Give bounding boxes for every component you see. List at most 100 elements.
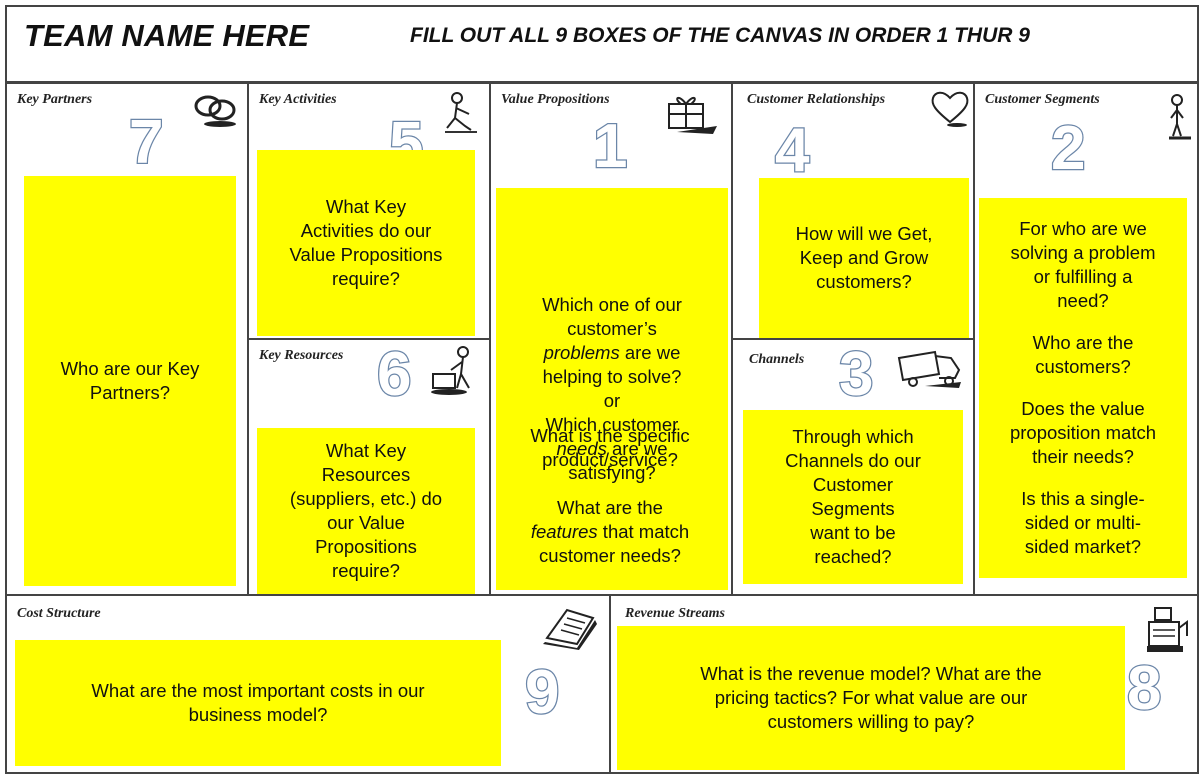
customer-segments-number: 2 <box>1050 114 1087 183</box>
cs-line-8: proposition match <box>1009 422 1157 443</box>
ch-line-3: Customer <box>812 474 894 495</box>
key-resources-title: Key Resources <box>259 348 344 363</box>
customer-segments-note: For who are we solving a problem or fulf… <box>979 198 1187 578</box>
ch-line-2: Channels do our <box>785 450 921 471</box>
key-partners-box: Key Partners 7 Who are our Key Partners? <box>5 82 249 596</box>
customer-segments-title: Customer Segments <box>985 92 1100 107</box>
vp-needs-rest: are we <box>606 438 668 459</box>
cs-line-2: solving a problem <box>1010 242 1156 263</box>
person-icon <box>1169 94 1191 140</box>
key-activities-title: Key Activities <box>259 92 337 107</box>
key-resources-line-6: require? <box>332 560 400 581</box>
vp-line-10: product/service? <box>542 449 678 470</box>
team-name-heading: TEAM NAME HERE <box>24 18 310 53</box>
key-resources-line-3: (suppliers, etc.) do <box>289 488 443 509</box>
cs-line-3: or fulfilling a <box>1033 266 1133 287</box>
cost-structure-title: Cost Structure <box>17 606 101 621</box>
cs-line-5: Who are the <box>1032 332 1134 353</box>
cost-line-1: What are the most important costs in our <box>91 680 425 701</box>
revenue-streams-title: Revenue Streams <box>625 606 725 621</box>
key-partners-line-2: Partners? <box>89 382 171 403</box>
vp-line-6: Which customer <box>545 414 679 435</box>
customer-segments-box: Customer Segments 2 For who are we solvi… <box>973 82 1199 596</box>
channels-note: Through which Channels do our Customer S… <box>743 410 963 584</box>
cost-structure-box: Cost Structure 9 What are the most impor… <box>5 594 611 774</box>
rev-line-2: pricing tactics? For what value are our <box>714 687 1028 708</box>
gift-icon <box>668 97 717 134</box>
ch-line-6: reached? <box>814 546 892 567</box>
key-activities-line-2: Activities do our <box>300 220 432 241</box>
rev-line-1: What is the revenue model? What are the <box>700 663 1042 684</box>
revenue-streams-box: Revenue Streams 8 What is the revenue mo… <box>609 594 1199 774</box>
receipt-icon <box>543 608 597 650</box>
vp-line-1: Which one of our <box>542 294 682 315</box>
customer-relationships-note: How will we Get, Keep and Grow customers… <box>759 178 969 338</box>
value-propositions-note: Which one of our customer’s problems are… <box>496 188 728 590</box>
cs-line-7: Does the value <box>1021 398 1145 419</box>
customer-relationships-title: Customer Relationships <box>747 92 886 107</box>
chain-links-icon <box>194 95 236 127</box>
vp-line-8: satisfying? <box>568 462 656 483</box>
cs-line-6: customers? <box>1035 356 1131 377</box>
key-partners-title: Key Partners <box>17 92 93 107</box>
key-resources-note: What Key Resources (suppliers, etc.) do … <box>257 428 475 594</box>
ch-line-4: Segments <box>811 498 895 519</box>
key-activities-note: What Key Activities do our Value Proposi… <box>257 150 475 336</box>
cs-line-11: sided or multi- <box>1024 512 1142 533</box>
vp-line-13: customer needs? <box>539 545 681 566</box>
value-propositions-extra: What is the specific product/service? Wh… <box>494 424 726 568</box>
cost-structure-note: What are the most important costs in our… <box>15 640 501 766</box>
key-activities-box: Key Activities 5 What Key Activities do … <box>247 82 491 340</box>
vp-line-11: What are the <box>557 497 663 518</box>
heart-icon <box>931 91 969 127</box>
key-resources-line-5: Propositions <box>315 536 417 557</box>
truck-icon <box>897 350 961 388</box>
key-partners-line-1: Who are our Key <box>60 358 200 379</box>
cr-line-2: Keep and Grow <box>799 247 929 268</box>
worker-icon <box>445 92 477 133</box>
vp-line-2: customer’s <box>567 318 657 339</box>
vp-needs-word: needs <box>556 438 607 459</box>
cs-line-9: their needs? <box>1032 446 1134 467</box>
cost-structure-number: 9 <box>524 658 561 727</box>
ch-line-1: Through which <box>792 426 914 447</box>
vp-problems-rest: are we <box>619 342 681 363</box>
vp-features-rest: that match <box>597 521 690 542</box>
header-bar <box>5 5 1199 83</box>
key-partners-number: 7 <box>128 108 165 177</box>
key-activities-line-4: require? <box>332 268 400 289</box>
value-propositions-title: Value Propositions <box>501 92 610 107</box>
key-activities-line-1: What Key <box>325 196 407 217</box>
vp-line-9: What is the specific <box>530 425 690 446</box>
cr-line-1: How will we Get, <box>795 223 933 244</box>
channels-number: 3 <box>838 340 875 409</box>
key-resources-box: Key Resources 6 What Key Resources (supp… <box>247 338 491 596</box>
vp-or: or <box>603 390 621 411</box>
ch-line-5: want to be <box>810 522 896 543</box>
key-partners-note: Who are our Key Partners? <box>24 176 236 586</box>
cash-register-icon <box>1147 607 1188 652</box>
channels-title: Channels <box>749 352 805 367</box>
cost-line-2: business model? <box>188 704 328 725</box>
cs-line-4: need? <box>1057 290 1109 311</box>
value-propositions-number: 1 <box>592 112 629 181</box>
channels-box: Channels 3 Through which Channels do our… <box>731 338 975 596</box>
key-resources-line-4: our Value <box>327 512 405 533</box>
instruction-heading: FILL OUT ALL 9 BOXES OF THE CANVAS IN OR… <box>410 24 1030 47</box>
revenue-streams-note: What is the revenue model? What are the … <box>617 626 1125 770</box>
customer-relationships-number: 4 <box>774 116 811 185</box>
key-resources-number: 6 <box>376 340 413 409</box>
rev-line-3: customers willing to pay? <box>767 711 975 732</box>
key-activities-line-3: Value Propositions <box>289 244 443 265</box>
vp-features-word: features <box>530 521 598 542</box>
cs-line-12: sided market? <box>1024 536 1142 557</box>
cs-line-1: For who are we <box>1019 218 1147 239</box>
revenue-streams-number: 8 <box>1126 654 1163 723</box>
customer-relationships-box: Customer Relationships 4 How will we Get… <box>731 82 975 340</box>
cr-line-3: customers? <box>816 271 912 292</box>
vp-line-4: helping to solve? <box>542 366 682 387</box>
vp-problems-word: problems <box>543 342 620 363</box>
resources-worker-icon <box>431 346 470 395</box>
key-resources-line-1: What Key <box>325 440 407 461</box>
